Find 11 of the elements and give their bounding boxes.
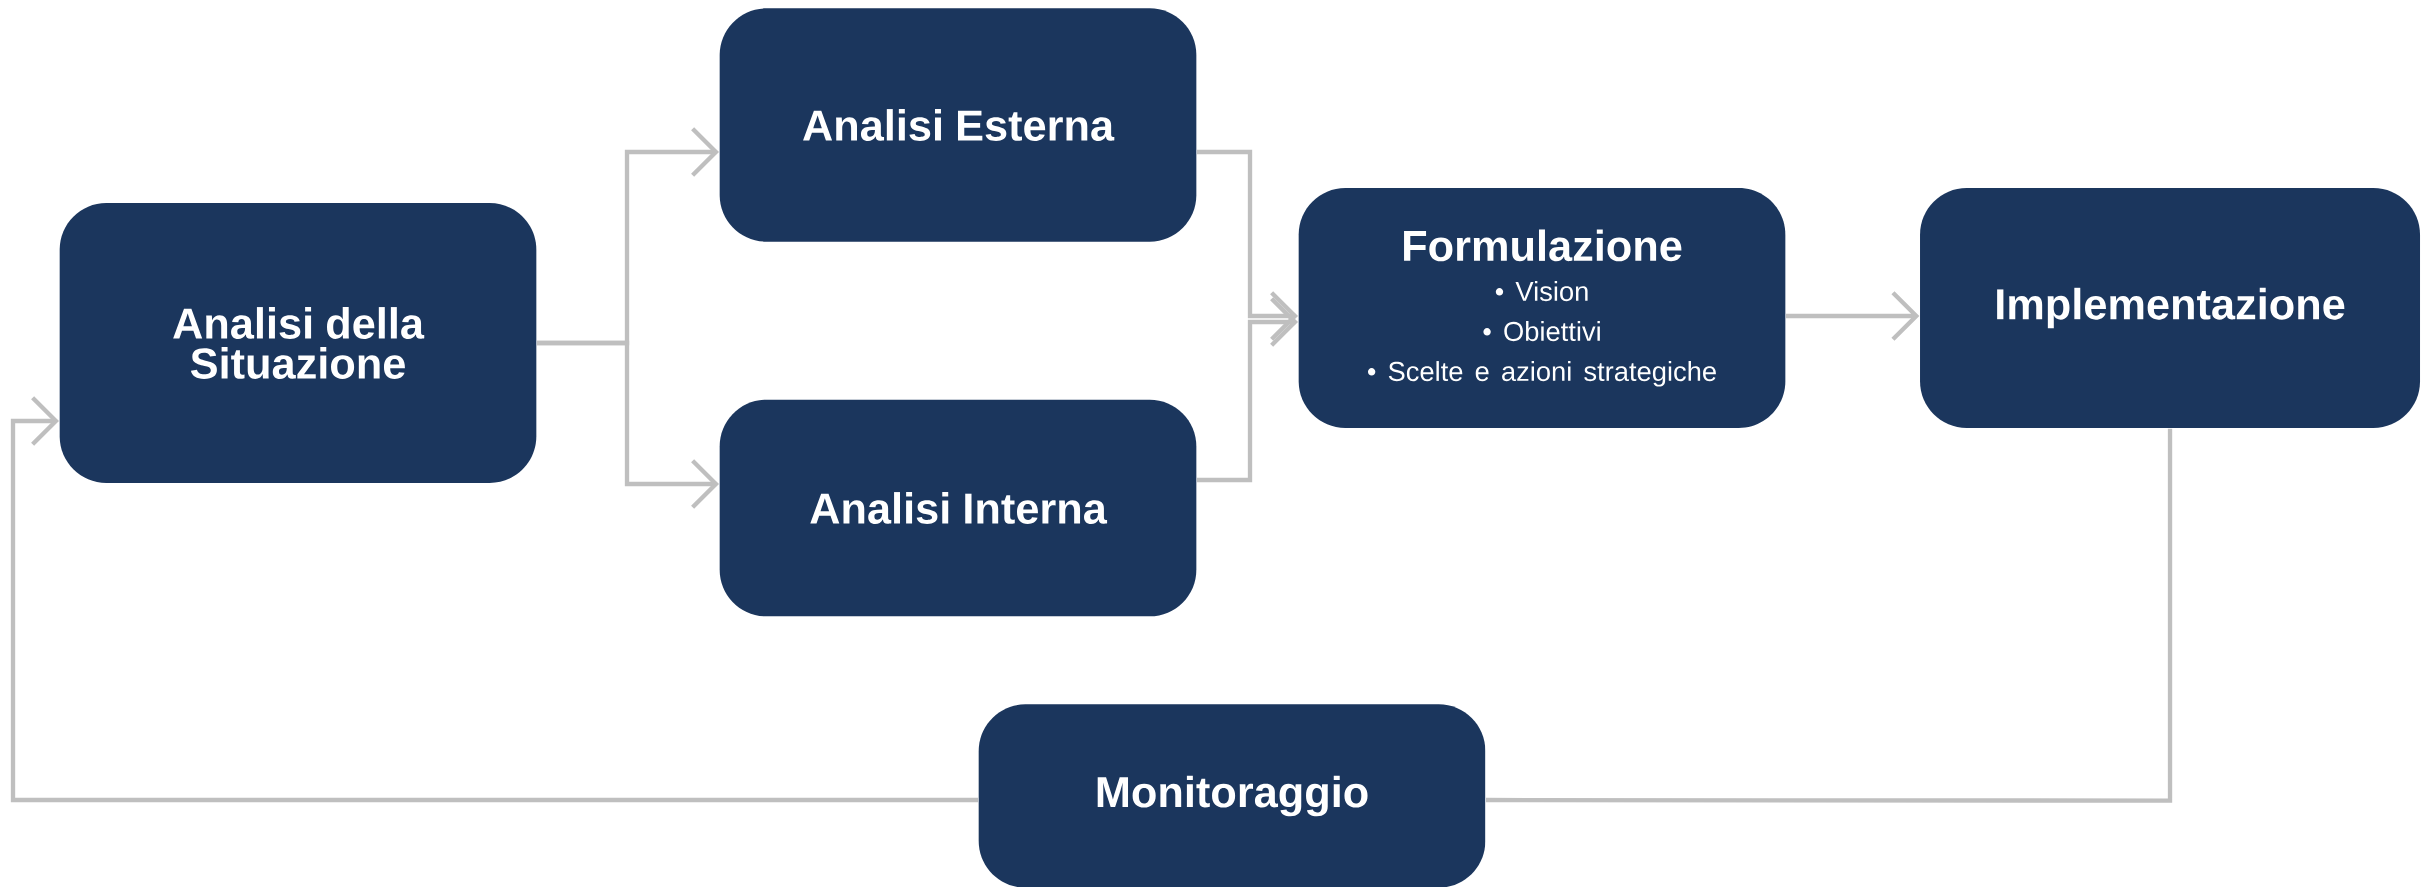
process-box: Formulazione • Vision • Obiettivi • Scelte e azioni strategiche	[1298, 188, 1786, 428]
process-box: Monitoraggio	[978, 704, 1486, 887]
arrow	[1197, 297, 1298, 483]
arrow	[1786, 291, 1920, 341]
arrow	[1197, 149, 1298, 341]
arrow	[537, 340, 719, 509]
process-box: Analisi Interna	[719, 399, 1197, 617]
process-box: Implementazione	[1920, 188, 2420, 428]
arrow	[10, 396, 978, 803]
process-box: Analisi Esterna	[719, 8, 1197, 242]
process-box: Analisi della Situazione	[59, 203, 537, 483]
